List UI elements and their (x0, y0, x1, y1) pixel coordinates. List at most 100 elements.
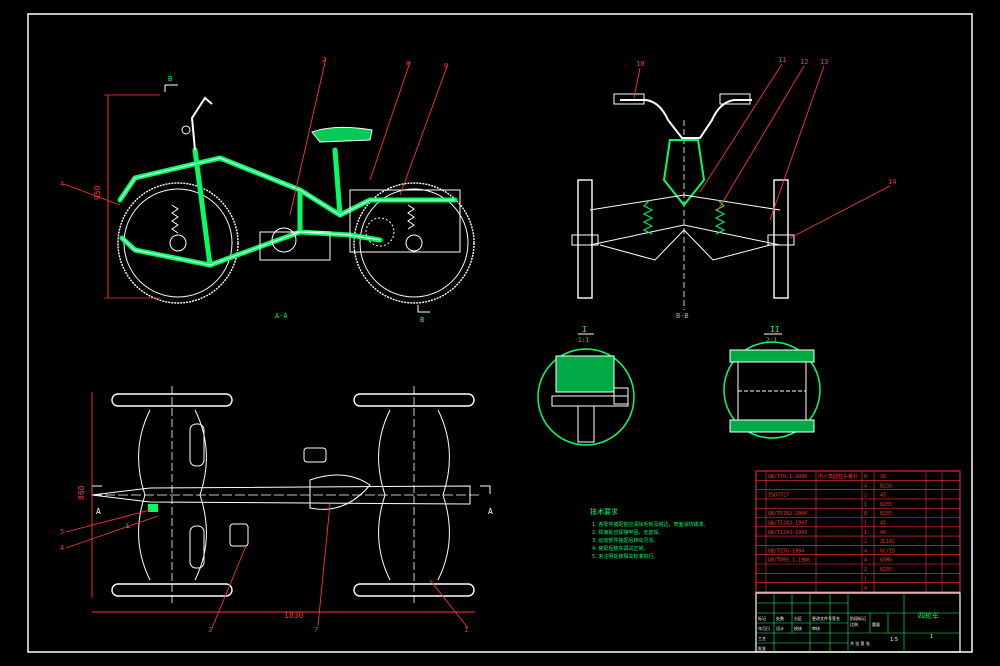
title-label: 更改文件号 (812, 615, 832, 621)
title-label: 比例 (850, 621, 858, 627)
parts-table-cell: GB/T70.1-2000 (768, 474, 807, 480)
front-balloon-1: 10 (636, 60, 644, 68)
title-label: 阶段标记 (850, 615, 866, 621)
parts-table-cell: 2 (864, 493, 867, 499)
dim-plan-length: 1830 (284, 611, 303, 620)
detail2-scale: 2:1 (766, 337, 777, 344)
parts-table-cell: GB/T5782-2000 (768, 511, 807, 517)
dim-plan-width: 860 (77, 485, 86, 500)
tech-requirements: 技术要求 1. 各零件装配前应清除毛刺及锐边，表面涂防锈漆。 2. 焊接处应焊接… (590, 507, 708, 560)
plan-section-right: A (488, 507, 493, 516)
parts-table-cell: Q235 (880, 511, 892, 517)
parts-table-cell: ZL102 (880, 539, 895, 545)
plan-view: L A A 860 1830 5 4 3 7 1 (60, 386, 493, 634)
side-rear-wheel (117, 182, 239, 304)
plan-balloon-2: 4 (60, 544, 64, 552)
tech-req-line: 5. 未注明处按相关标准执行。 (592, 553, 658, 560)
front-balloon-4: 13 (820, 58, 828, 66)
tech-req-title: 技术要求 (590, 507, 618, 516)
detail2-label: II (770, 325, 780, 334)
plan-balloon-5: 1 (464, 626, 468, 634)
side-balloon-2: 2 (322, 56, 326, 64)
parts-table-cell: Q235 (880, 502, 892, 508)
front-left-wheel (577, 179, 593, 299)
detail-view-1: I 1:1 (537, 325, 635, 446)
parts-table-cell: ISO7727 (768, 493, 789, 499)
side-section-mark-top: B (168, 75, 172, 83)
tech-req-line: 1. 各零件装配前应清除毛刺及锐边，表面涂防锈漆。 (592, 521, 708, 528)
front-right-wheel (773, 179, 789, 299)
side-crank (271, 227, 297, 253)
title-label: 标记 (758, 615, 766, 621)
tech-req-line: 4. 装配后整车调试正常。 (592, 545, 648, 552)
title-label: 批准 (758, 645, 766, 651)
front-balloon-2: 11 (778, 56, 786, 64)
side-balloon-1: 4 (60, 180, 64, 188)
side-front-wheel (353, 182, 475, 304)
title-label: 签名 (832, 615, 840, 621)
plan-section-left: A (96, 507, 101, 516)
parts-table-cell: 8 (864, 511, 867, 517)
parts-table-cell: 4 (864, 586, 867, 592)
title-label: 设计 (776, 625, 784, 631)
drawing-sheet: 1 (930, 634, 933, 640)
parts-table-cell: 2 (864, 567, 867, 573)
parts-table-cell: 45 (880, 493, 886, 499)
tech-req-line: 2. 焊接处应焊接牢固，无虚焊。 (592, 529, 663, 536)
parts-table-cell: 45 (880, 530, 886, 536)
title-block: 标记 处数 分区 更改文件号 签名 年月日 设计 校核 审核 工艺 批准 比例 … (755, 592, 961, 653)
parts-table-cell: 4 (864, 483, 867, 489)
title-label: 年月日 (758, 625, 770, 631)
side-view-title: A-A (275, 312, 288, 320)
parts-table-cell: 内六角圆柱头螺钉 (818, 473, 858, 480)
parts-table-cell: 1 (864, 521, 867, 527)
parts-table-cell: 4 (864, 548, 867, 554)
title-label: 校核 (794, 625, 802, 631)
parts-table-cell: GB/T276-1994 (768, 548, 804, 554)
plan-balloon-4: 7 (314, 626, 318, 634)
detail1-label: I (582, 325, 587, 334)
title-label: 审核 (812, 625, 820, 631)
side-balloon-4: 6 (444, 62, 448, 70)
title-label: 工艺 (758, 636, 766, 641)
parts-table-cell: GCr15 (880, 548, 895, 554)
drawing-name: 四轮车 (918, 611, 939, 620)
side-section-mark-bottom: B (420, 316, 424, 324)
parts-table-cell: 65Mn (880, 558, 892, 564)
title-label: 分区 (794, 615, 802, 621)
outer-frame (27, 13, 973, 653)
front-view-title: B-B (676, 312, 689, 320)
title-label: 处数 (776, 615, 784, 621)
parts-table-cell: 1 (864, 502, 867, 508)
parts-table-cell: 4 (864, 558, 867, 564)
detail-view-2: II 2:1 (723, 325, 821, 439)
parts-table-cell: 1 (864, 576, 867, 582)
parts-table-cell: 1 (864, 530, 867, 536)
front-balloon-3: 12 (800, 58, 808, 66)
dim-height: 950 (93, 185, 102, 200)
side-saddle (311, 126, 373, 143)
plan-balloon-3: 3 (208, 626, 212, 634)
parts-table-cell: Q235 (880, 567, 892, 573)
side-frame (117, 147, 458, 268)
parts-table-cell: GB/T893.1-1986 (768, 558, 810, 564)
parts-table-cell: GB/T1243-1997 (768, 530, 807, 536)
front-handlebar (620, 99, 752, 139)
detail1-scale: 1:1 (578, 337, 589, 344)
front-view: B-B 10 11 12 13 14 (571, 56, 896, 320)
parts-table-cell: 45 (880, 521, 886, 527)
parts-table-cell: 8 (864, 474, 867, 480)
parts-table-cell: 35 (880, 474, 886, 480)
parts-table-cell: 2 (864, 539, 867, 545)
front-balloon-5: 14 (888, 178, 896, 186)
parts-table-cell: GB/T1243-1997 (768, 521, 807, 527)
title-label: 重量 (872, 621, 880, 627)
title-label: 共 张 第 张 (850, 640, 870, 646)
tech-req-line: 3. 运动部件装配后转动灵活。 (592, 537, 658, 544)
plan-balloon-1: 5 (60, 528, 64, 536)
side-handlebar (190, 96, 213, 151)
side-balloon-3: 8 (406, 60, 410, 68)
parts-table-cell: Q235 (880, 483, 892, 489)
